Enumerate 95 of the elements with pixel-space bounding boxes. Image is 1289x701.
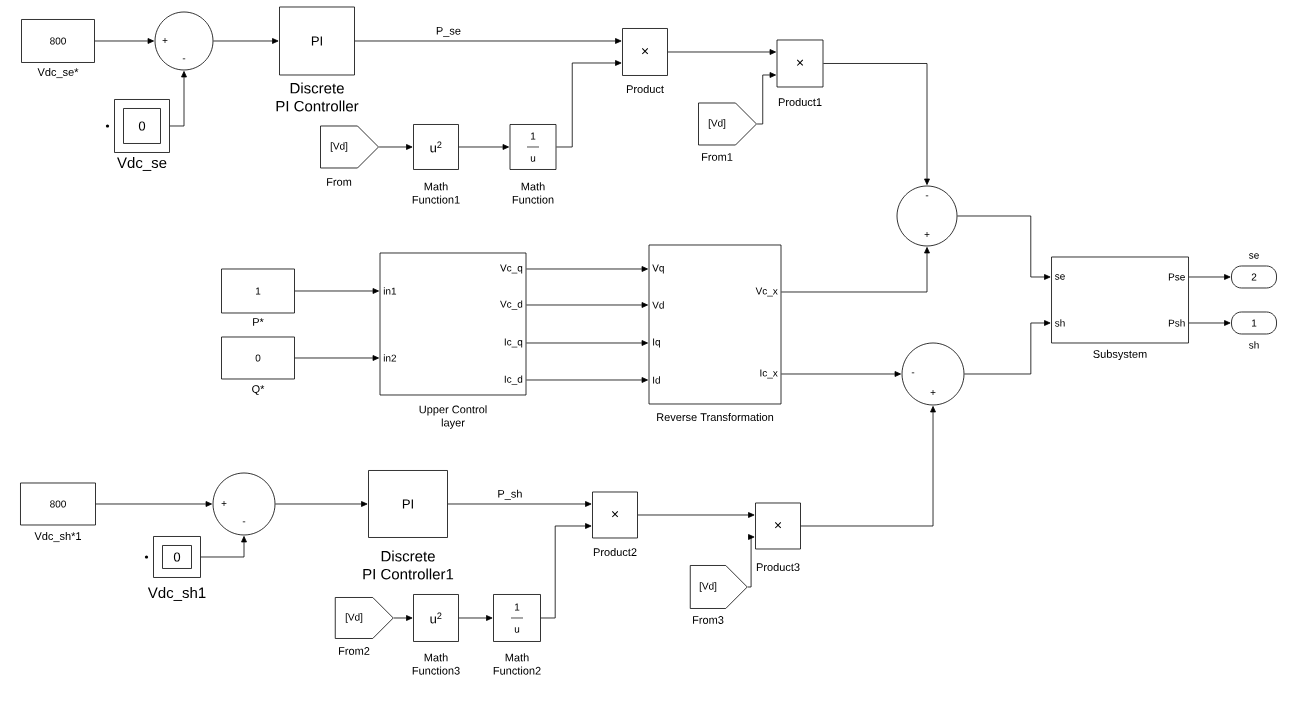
arrow xyxy=(213,38,279,44)
arrow xyxy=(823,63,930,185)
constant-box: 800 xyxy=(21,19,95,63)
constant-box: 800 xyxy=(20,482,96,526)
function-box: u$^{2}$ xyxy=(413,594,459,642)
port-label: Vc_d xyxy=(500,300,523,310)
product-box: × xyxy=(622,28,668,76)
arrow xyxy=(447,501,592,507)
block-label: Product1 xyxy=(778,97,822,107)
arrow xyxy=(526,266,648,272)
block-label: Q* xyxy=(252,385,265,395)
product-box: × xyxy=(592,491,638,539)
block-label: sh xyxy=(1249,341,1259,349)
port-label: in2 xyxy=(383,354,397,362)
function-box: u$^{2}$ xyxy=(413,124,459,170)
block-label: Discrete PI Controller xyxy=(276,82,359,112)
block-label: Math Function2 xyxy=(493,653,541,675)
constant-box: 1 xyxy=(221,268,295,314)
arrow xyxy=(200,536,247,558)
arrow xyxy=(667,49,776,55)
block-label: Vdc_se* xyxy=(37,67,79,79)
arrow xyxy=(378,144,413,150)
pi-box: PI xyxy=(368,470,448,538)
block-label: Math Function xyxy=(512,182,554,204)
edge-label: P_se xyxy=(434,26,462,38)
port-label: sh xyxy=(1055,319,1065,327)
arrow xyxy=(540,523,592,619)
arrow xyxy=(169,71,187,127)
arrow xyxy=(354,38,622,44)
port-label: Vq xyxy=(652,264,664,274)
arrow xyxy=(294,288,379,294)
function-box: 1 u xyxy=(509,124,557,170)
arrow xyxy=(1188,320,1231,326)
arrow xyxy=(800,406,936,527)
block-label: Product xyxy=(626,84,664,94)
tag-box: [Vd] xyxy=(334,597,394,639)
pi-box: PI xyxy=(279,6,355,76)
port-label: Id xyxy=(653,376,660,384)
tag-box: [Vd] xyxy=(698,102,757,146)
block-label: Product2 xyxy=(593,547,637,557)
double-box: 0 xyxy=(114,99,170,153)
arrow xyxy=(294,355,379,361)
arrow xyxy=(458,144,509,150)
block-label: P* xyxy=(253,318,264,326)
arrow xyxy=(393,615,413,621)
arrow xyxy=(526,340,648,346)
arrow xyxy=(964,320,1051,375)
block-label: From3 xyxy=(693,616,724,624)
tag-box: [Vd] xyxy=(320,125,379,169)
port-label: Vd xyxy=(652,301,664,309)
arrow xyxy=(781,247,930,293)
arrow xyxy=(637,512,755,518)
block-label: Math Function1 xyxy=(412,182,460,204)
arrow xyxy=(95,501,212,507)
block-label: From xyxy=(327,178,352,186)
tag-box: [Vd] xyxy=(689,565,748,609)
block-label: Vdc_sh1 xyxy=(147,587,206,601)
port-label: Ic_d xyxy=(504,375,523,385)
product-box: × xyxy=(776,39,824,88)
port-label: Ic_q xyxy=(504,338,523,348)
block-label: Math Function3 xyxy=(412,653,460,675)
block-label: se xyxy=(1249,253,1259,259)
block-label: From2 xyxy=(339,647,370,655)
block-label: Discrete PI Controller1 xyxy=(363,550,454,580)
block-label: Subsystem xyxy=(1093,349,1147,361)
constant-box: 0 xyxy=(221,336,295,380)
function-box: 1 u xyxy=(493,594,541,642)
port-label: se xyxy=(1055,274,1065,280)
arrow xyxy=(957,215,1051,280)
arrow xyxy=(526,302,648,308)
edge-label: P_sh xyxy=(496,488,524,501)
port-label: Ic_x xyxy=(760,369,778,379)
arrow xyxy=(781,371,901,377)
block-label: Upper Control layer xyxy=(419,405,487,429)
arrow xyxy=(556,60,622,148)
block-label: Vdc_sh*1 xyxy=(34,531,81,543)
block-label: Vdc_se xyxy=(117,157,167,171)
port-label: Vc_q xyxy=(500,264,523,274)
double-box: 0 xyxy=(153,536,201,578)
port-label: in1 xyxy=(383,287,397,295)
block-label: Product3 xyxy=(756,562,800,572)
port-label: Pse xyxy=(1168,273,1185,281)
arrow xyxy=(1188,274,1231,280)
arrow xyxy=(458,615,493,621)
arrow xyxy=(747,534,755,588)
arrow xyxy=(275,501,368,507)
port-label: Iq xyxy=(653,338,660,348)
arrow xyxy=(94,38,154,44)
block-label: Reverse Transformation xyxy=(657,412,774,422)
product-box: × xyxy=(755,502,801,550)
port-label: Psh xyxy=(1168,319,1185,327)
block-label: From1 xyxy=(702,153,733,161)
arrow xyxy=(526,377,648,383)
arrow xyxy=(756,72,776,125)
port-label: Vc_x xyxy=(755,287,778,297)
